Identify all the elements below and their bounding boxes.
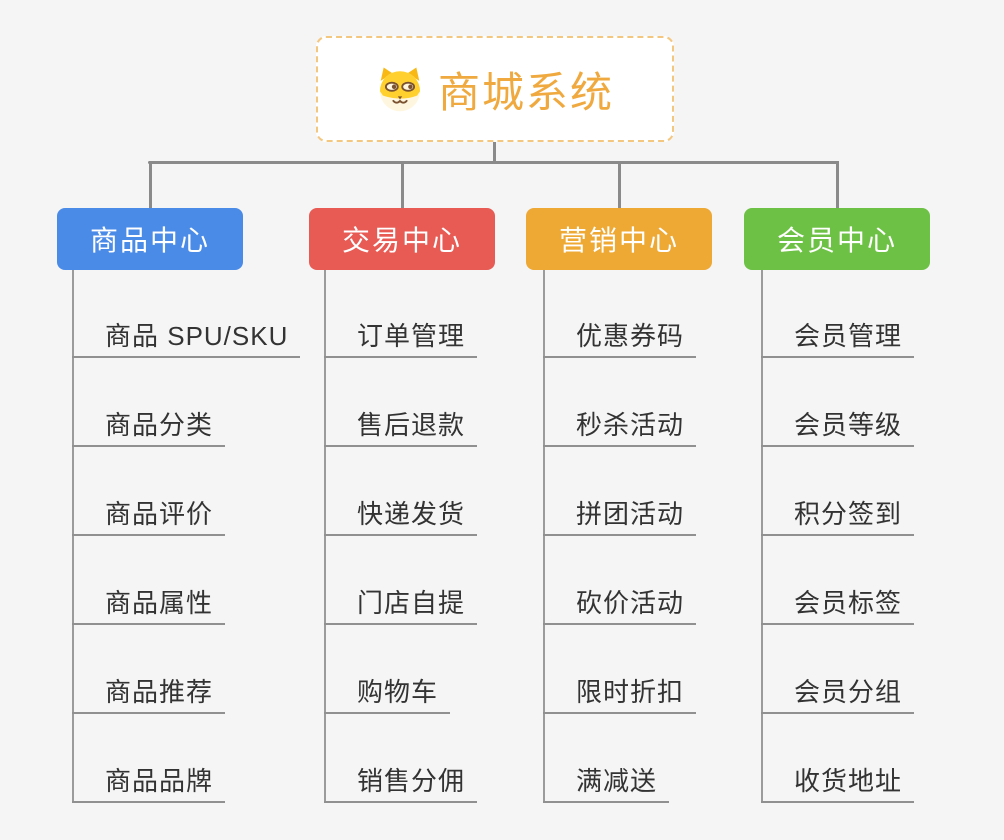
child-node[interactable]: 购物车 <box>324 676 451 714</box>
connector-root-stub <box>493 142 496 163</box>
child-node[interactable]: 积分签到 <box>761 498 915 536</box>
connector-stub-product <box>149 161 152 208</box>
root-title: 商城系统 <box>437 68 614 116</box>
branch-label: 营销中心 <box>558 225 679 256</box>
branch-node-product-center[interactable]: 商品中心 <box>57 208 243 270</box>
child-node[interactable]: 售后退款 <box>324 409 478 447</box>
connector-stub-marketing <box>618 161 621 208</box>
child-node[interactable]: 会员标签 <box>761 587 915 625</box>
connector-bus <box>148 161 839 164</box>
child-node[interactable]: 销售分佣 <box>324 765 478 803</box>
branch-children-trade: 订单管理 售后退款 快递发货 门店自提 购物车 销售分佣 <box>324 270 554 803</box>
branch-children-marketing: 优惠券码 秒杀活动 拼团活动 砍价活动 限时折扣 满减送 <box>543 270 773 803</box>
branch-label: 会员中心 <box>776 225 897 256</box>
branch-label: 商品中心 <box>89 225 210 256</box>
child-node[interactable]: 商品分类 <box>72 409 226 447</box>
child-node[interactable]: 拼团活动 <box>543 498 697 536</box>
child-node[interactable]: 满减送 <box>543 765 670 803</box>
branch-children-product: 商品 SPU/SKU 商品分类 商品评价 商品属性 商品推荐 商品品牌 <box>72 270 302 803</box>
child-node[interactable]: 快递发货 <box>324 498 478 536</box>
branch-label: 交易中心 <box>341 225 462 256</box>
branch-node-member-center[interactable]: 会员中心 <box>744 208 930 270</box>
child-node[interactable]: 订单管理 <box>324 320 478 358</box>
child-node[interactable]: 砍价活动 <box>543 587 697 625</box>
shiba-dog-icon <box>379 67 421 112</box>
root-node[interactable]: 商城系统 <box>316 36 674 142</box>
child-node[interactable]: 收货地址 <box>761 765 915 803</box>
connector-stub-trade <box>401 161 404 208</box>
child-node[interactable]: 限时折扣 <box>543 676 697 714</box>
child-node[interactable]: 优惠券码 <box>543 320 697 358</box>
child-node[interactable]: 门店自提 <box>324 587 478 625</box>
child-node[interactable]: 商品 SPU/SKU <box>72 320 301 358</box>
branch-node-trade-center[interactable]: 交易中心 <box>309 208 495 270</box>
branch-node-marketing-center[interactable]: 营销中心 <box>526 208 712 270</box>
child-node[interactable]: 会员分组 <box>761 676 915 714</box>
child-node[interactable]: 商品评价 <box>72 498 226 536</box>
child-node[interactable]: 会员等级 <box>761 409 915 447</box>
child-node[interactable]: 秒杀活动 <box>543 409 697 447</box>
child-node[interactable]: 商品属性 <box>72 587 226 625</box>
child-node[interactable]: 会员管理 <box>761 320 915 358</box>
child-node[interactable]: 商品品牌 <box>72 765 226 803</box>
child-node[interactable]: 商品推荐 <box>72 676 226 714</box>
connector-stub-member <box>836 161 839 208</box>
branch-children-member: 会员管理 会员等级 积分签到 会员标签 会员分组 收货地址 <box>761 270 991 803</box>
